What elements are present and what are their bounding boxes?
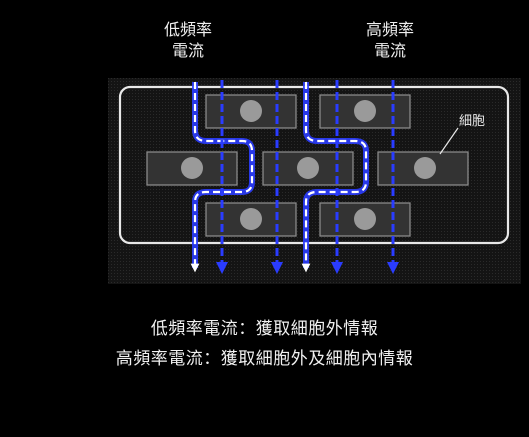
- nucleus: [297, 157, 319, 179]
- cell-label: 細胞: [459, 114, 485, 129]
- cell-top-left: [205, 94, 297, 129]
- cells: [146, 94, 469, 237]
- low-frequency-current-paths: [190, 82, 369, 273]
- low-frequency-label-line2: 電流: [171, 41, 204, 60]
- high-frequency-current-paths: [216, 80, 399, 274]
- low-frequency-label-line1: 低頻率: [163, 20, 212, 39]
- nucleus: [240, 208, 262, 230]
- legend-low-frequency: 低頻率電流：獲取細胞外情報: [150, 319, 379, 339]
- cell-bottom-left: [205, 202, 297, 237]
- nucleus: [414, 157, 436, 179]
- cell-bottom-right: [319, 202, 411, 237]
- tissue-boundary: [118, 85, 510, 245]
- high-frequency-current-label: 高頻率 電流: [352, 19, 428, 61]
- nucleus: [354, 208, 376, 230]
- legend-high-frequency: 高頻率電流：獲取細胞外及細胞內情報: [115, 349, 414, 369]
- nucleus: [181, 157, 203, 179]
- high-frequency-label-line1: 高頻率: [365, 20, 414, 39]
- low-frequency-current-label: 低頻率 電流: [150, 19, 226, 61]
- cell-top-right: [319, 94, 411, 129]
- high-frequency-label-line2: 電流: [373, 41, 406, 60]
- cell-label-leader: [439, 127, 459, 155]
- nucleus: [240, 100, 262, 122]
- nucleus: [354, 100, 376, 122]
